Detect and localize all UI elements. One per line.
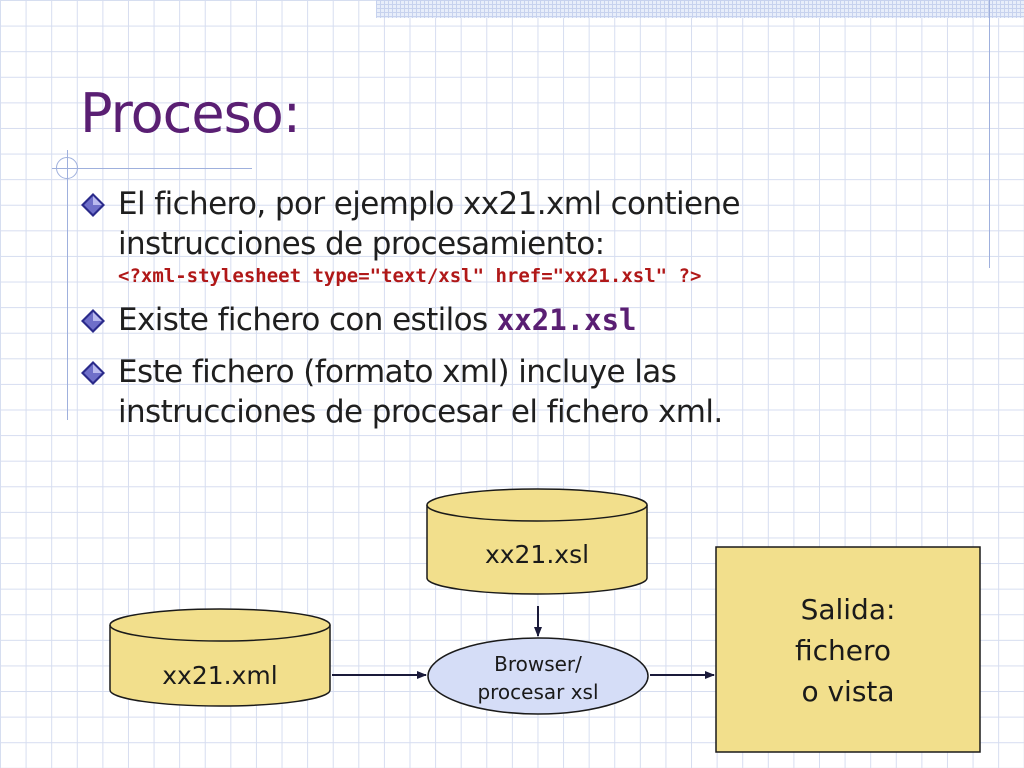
output-box: [715, 546, 981, 753]
bullet-item-3: Este fichero (formato xml) incluye las i…: [80, 352, 980, 432]
bullet-1-line-1: El fichero, por ejemplo xx21.xml contien…: [118, 186, 741, 222]
right-decor-line: [989, 0, 990, 268]
bullet-3-line-2: instrucciones de procesar el fichero xml…: [118, 394, 723, 430]
browser-label-line-1: Browser/: [494, 652, 582, 676]
diamond-bullet-icon: [81, 193, 105, 217]
xsl-database-icon: [426, 488, 648, 595]
xsl-filename-code: xx21.xsl: [496, 303, 637, 337]
left-decor-line: [67, 150, 68, 420]
xml-database-label: xx21.xml: [162, 661, 277, 690]
output-label-line-2: fichero: [795, 634, 891, 667]
xml-database-icon: [109, 608, 331, 707]
output-label-line-3: o vista: [801, 675, 894, 708]
crosshair-icon: [56, 157, 78, 179]
title-underline: [52, 168, 252, 169]
slide-title: Proceso:: [80, 82, 301, 145]
output-label-line-1: Salida:: [801, 593, 896, 626]
browser-label-line-2: procesar xsl: [477, 680, 598, 704]
xsl-database-label: xx21.xsl: [485, 540, 589, 569]
diamond-bullet-icon: [81, 361, 105, 385]
bullet-1-line-2: instrucciones de procesamiento:: [118, 226, 605, 262]
browser-process-node: [427, 637, 649, 715]
bullet-list: El fichero, por ejemplo xx21.xml contien…: [80, 184, 980, 444]
bullet-item-2: Existe fichero con estilos xx21.xsl: [80, 300, 980, 340]
bullet-3-line-1: Este fichero (formato xml) incluye las: [118, 354, 677, 390]
diamond-bullet-icon: [81, 309, 105, 333]
stylesheet-instruction-code: <?xml-stylesheet type="text/xsl" href="x…: [118, 265, 702, 287]
bullet-item-1: El fichero, por ejemplo xx21.xml contien…: [80, 184, 980, 288]
bullet-2-text: Existe fichero con estilos: [118, 302, 497, 338]
top-decor-band: [376, 0, 1024, 18]
